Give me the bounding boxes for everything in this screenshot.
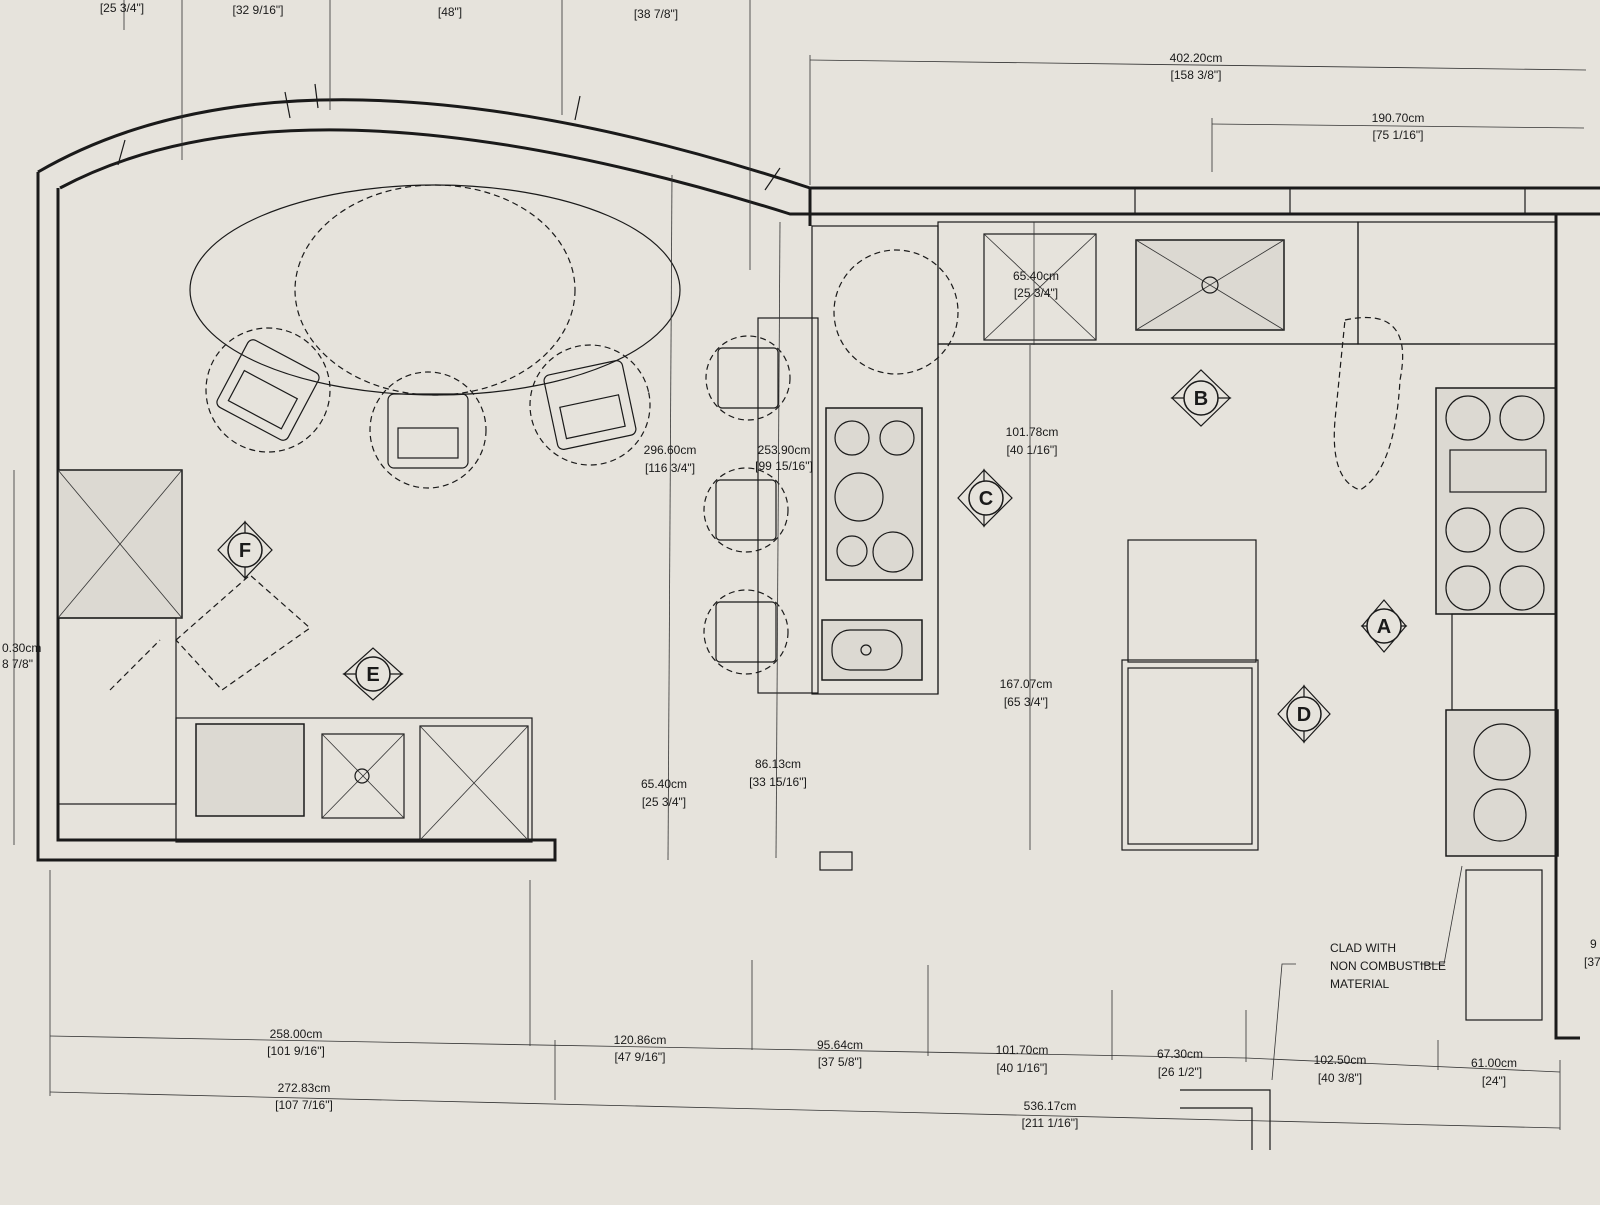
dim-bottom-total-in: [211 1/16"] <box>1022 1116 1079 1130</box>
dim-aisle-b-in: [40 1/16"] <box>1007 443 1058 457</box>
note-leaders <box>1180 865 1463 1150</box>
marker-label: E <box>366 664 379 686</box>
dim-peninsula-gap-cm: 86.13cm <box>755 757 801 771</box>
note-line-2: NON COMBUSTIBLE <box>1330 959 1446 973</box>
elevation-marker-b: B <box>1170 369 1232 427</box>
marker-label: A <box>1377 616 1391 638</box>
note-line-1: CLAD WITH <box>1330 941 1396 955</box>
dim-dining-h-cm: 296.60cm <box>644 443 697 457</box>
elevation-marker-f: F <box>217 520 273 580</box>
lower-counter <box>175 717 533 843</box>
cladding-note: CLAD WITH NON COMBUSTIBLE MATERIAL <box>1330 941 1446 991</box>
range <box>1435 387 1557 615</box>
dim-left-wall-in: 8 7/8" <box>2 657 33 671</box>
elevation-marker-d: D <box>1277 684 1331 744</box>
tall-unit-left <box>57 469 183 619</box>
dim-bottom-3-cm: 95.64cm <box>817 1038 863 1052</box>
dim-right-edge-1: 9 <box>1590 937 1597 951</box>
dim-left-wall-cm: 0.30cm <box>2 641 41 655</box>
dining-chairs <box>205 327 651 489</box>
dim-counter-depth-cm: 65.40cm <box>1013 269 1059 283</box>
dim-lower-cnt-in: [25 3/4"] <box>642 795 686 809</box>
prep-sink <box>821 619 923 681</box>
back-counter <box>937 221 1557 694</box>
dim-top-2: [32 9/16"] <box>233 3 284 17</box>
elevation-marker-c: C <box>957 468 1013 528</box>
cooktop <box>825 407 923 581</box>
dim-bottom-left-in: [107 7/16"] <box>275 1098 333 1112</box>
dim-top-1: [25 3/4"] <box>100 1 144 15</box>
dim-counter-depth-in: [25 3/4"] <box>1014 286 1058 300</box>
dim-bottom-3-in: [37 5/8"] <box>818 1055 862 1069</box>
dim-peninsula-h-cm: 253.90cm <box>758 443 811 457</box>
bar-stools <box>703 335 791 675</box>
dim-lower-cnt-cm: 65.40cm <box>641 777 687 791</box>
dim-overall-right-in: [158 3/8"] <box>1171 68 1222 82</box>
dim-bottom-2-in: [47 9/16"] <box>615 1050 666 1064</box>
dim-bottom-total-cm: 536.17cm <box>1024 1099 1077 1113</box>
dim-bottom-4-in: [40 1/16"] <box>997 1061 1048 1075</box>
dishwasher <box>983 233 1097 341</box>
dining-table <box>189 184 681 396</box>
dim-island-len-in: [65 3/4"] <box>1004 695 1048 709</box>
dimension-lines <box>13 0 1587 1130</box>
dim-bottom-6-cm: 102.50cm <box>1314 1053 1367 1067</box>
dim-right-sub-cm: 190.70cm <box>1372 111 1425 125</box>
bar-stool <box>705 335 791 421</box>
dim-right-edge-2: [37 <box>1584 955 1600 969</box>
marker-label: D <box>1297 704 1311 726</box>
island <box>1121 539 1259 851</box>
dining-chair <box>369 371 487 489</box>
elevation-marker-e: E <box>342 647 404 701</box>
dim-bottom-6-in: [40 3/8"] <box>1318 1071 1362 1085</box>
dim-aisle-b-cm: 101.78cm <box>1006 425 1059 439</box>
dim-bottom-1-cm: 258.00cm <box>270 1027 323 1041</box>
dim-top-4: [38 7/8"] <box>634 7 678 21</box>
marker-label: C <box>979 488 993 510</box>
bar-stool <box>703 589 789 675</box>
griddle-unit <box>1445 709 1559 857</box>
dim-bottom-left-cm: 272.83cm <box>278 1081 331 1095</box>
dim-bottom-2-cm: 120.86cm <box>614 1033 667 1047</box>
dim-bottom-4-cm: 101.70cm <box>996 1043 1049 1057</box>
dimension-labels: [25 3/4"] [32 9/16"] [48"] [38 7/8"] 402… <box>2 1 1600 1130</box>
dim-bottom-7-cm: 61.00cm <box>1471 1056 1517 1070</box>
dim-peninsula-gap-in: [33 15/16"] <box>749 775 807 789</box>
marker-label: F <box>239 540 251 562</box>
dim-bottom-1-in: [101 9/16"] <box>267 1044 325 1058</box>
outer-walls <box>36 83 1600 1040</box>
note-line-3: MATERIAL <box>1330 977 1389 991</box>
dining-chair <box>205 327 331 453</box>
dim-right-sub-in: [75 1/16"] <box>1373 128 1424 142</box>
bar-stool <box>703 467 789 553</box>
dim-overall-right-cm: 402.20cm <box>1170 51 1223 65</box>
dim-bottom-7-in: [24"] <box>1482 1074 1506 1088</box>
main-sink <box>1135 239 1285 331</box>
dim-dining-h-in: [116 3/4"] <box>645 461 695 475</box>
dim-bottom-5-cm: 67.30cm <box>1157 1047 1203 1061</box>
dim-island-len-cm: 167.07cm <box>1000 677 1053 691</box>
dining-chair <box>529 344 651 466</box>
dim-top-3: [48"] <box>438 5 462 19</box>
marker-label: B <box>1194 388 1208 410</box>
dim-peninsula-h-in: [99 15/16"] <box>755 459 813 473</box>
dim-bottom-5-in: [26 1/2"] <box>1158 1065 1202 1079</box>
elevation-marker-a: A <box>1360 599 1408 653</box>
